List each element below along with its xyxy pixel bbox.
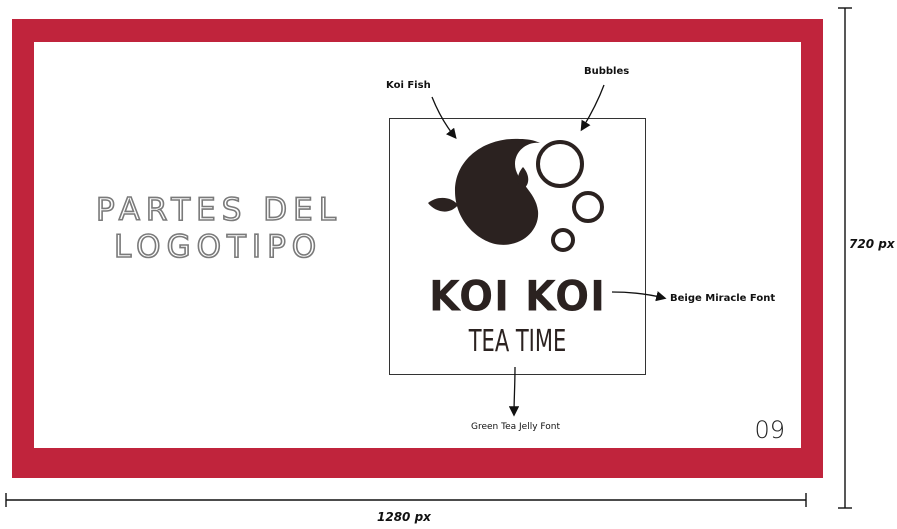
bubble-large-icon xyxy=(536,140,584,188)
brand-name: KOI KOI xyxy=(428,272,607,322)
arrow-bubbles xyxy=(580,84,605,132)
annotation-beige-font: Beige Miracle Font xyxy=(670,293,776,304)
logo-box: KOI KOI TEA TIME xyxy=(389,118,646,375)
fish-fin-top-icon xyxy=(517,167,529,189)
annotation-koi-fish: Koi Fish xyxy=(386,80,431,91)
arrow-green-font xyxy=(508,366,520,417)
arrow-koi-fish xyxy=(431,96,457,140)
slide-title-line-1: PARTES DEL xyxy=(95,191,342,229)
arrow-beige-font xyxy=(611,291,667,302)
annotation-green-font: Green Tea Jelly Font xyxy=(471,422,560,432)
koi-fish-icon xyxy=(455,138,540,245)
height-dimension-label: 720 px xyxy=(849,237,895,251)
width-dimension-line xyxy=(5,493,807,507)
slide-title-line-2: LOGOTIPO xyxy=(113,228,323,266)
bubble-medium-icon xyxy=(572,191,604,223)
fish-fin-left-icon xyxy=(428,197,458,212)
bubble-small-icon xyxy=(551,228,575,252)
height-dimension-line xyxy=(838,7,852,509)
annotation-bubbles: Bubbles xyxy=(584,66,630,77)
width-dimension-label: 1280 px xyxy=(377,510,431,524)
brand-tagline: TEA TIME xyxy=(468,324,567,359)
koi-logo-graphic xyxy=(428,138,604,252)
page-number: 09 xyxy=(754,416,785,444)
